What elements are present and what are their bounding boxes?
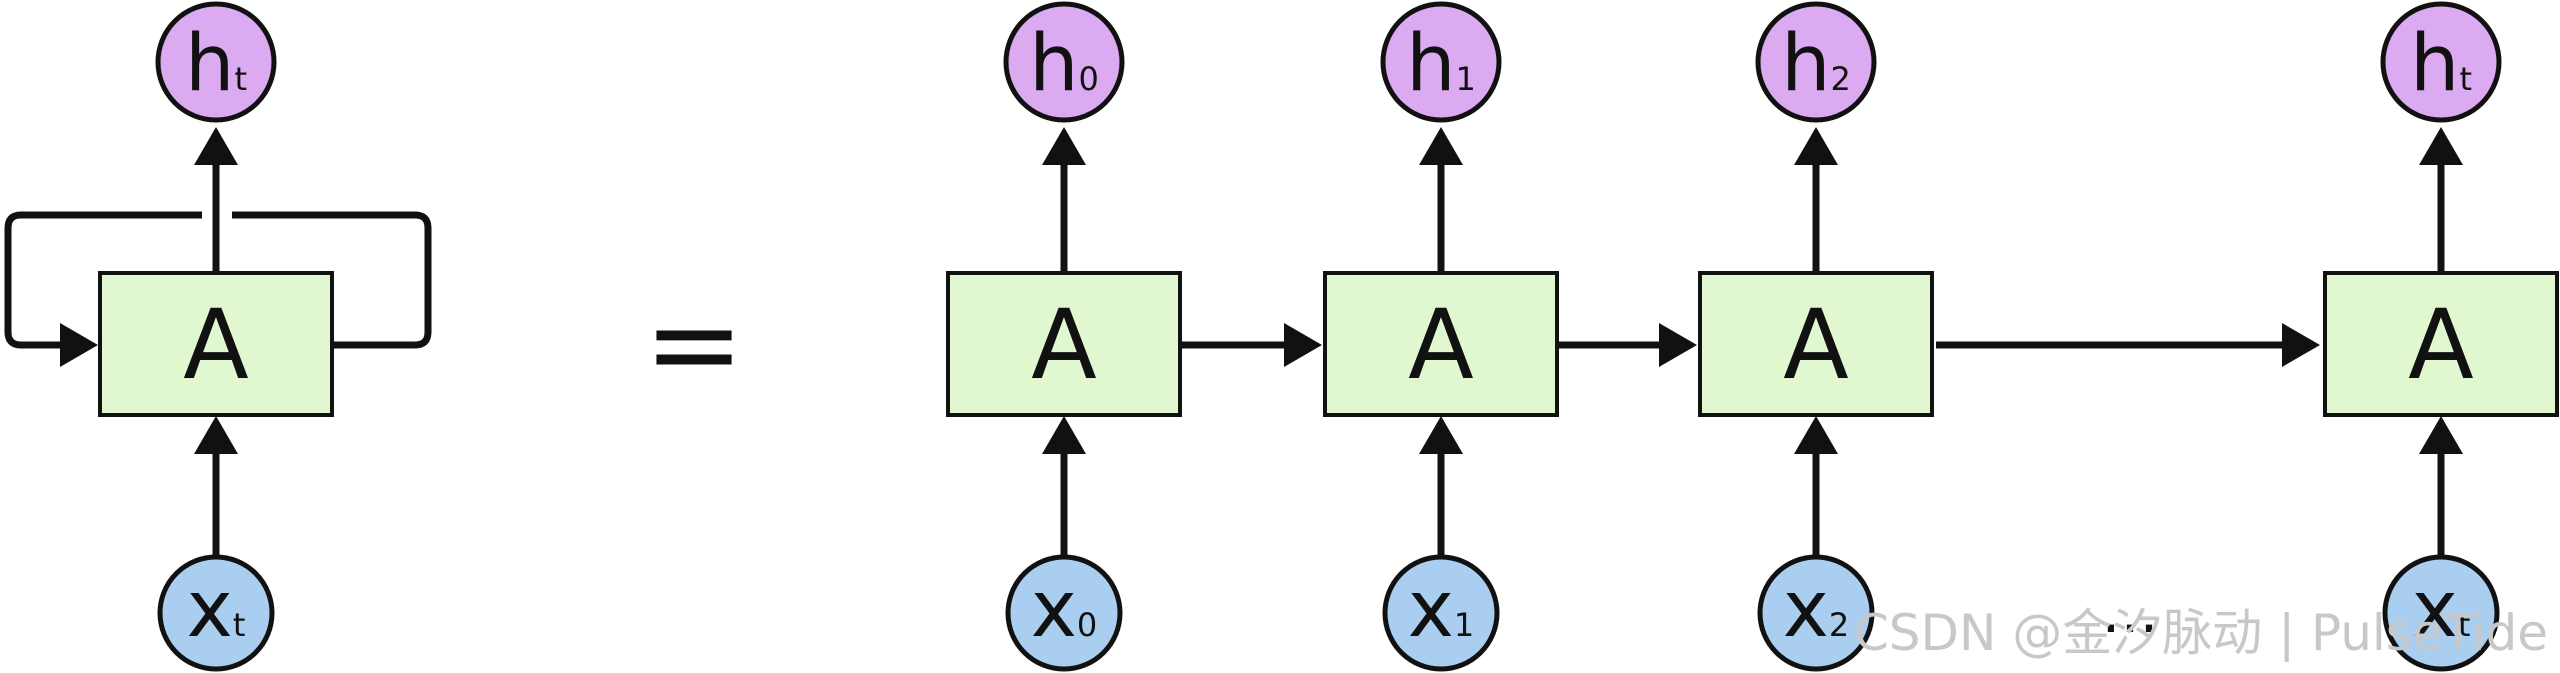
step-1-input-sub: 1 [1454, 606, 1474, 644]
step-2-cell [1698, 271, 1934, 417]
step-0-input-arrowhead [1042, 416, 1086, 454]
chain-arrowhead-0-1 [1284, 323, 1322, 367]
step-1-output-main: h [1406, 19, 1455, 109]
step-0-output-sub: 0 [1079, 60, 1099, 98]
step-1-output-label: h1 [1406, 19, 1476, 109]
rolled-input-node [157, 554, 275, 672]
step-0-input-main: x [1031, 565, 1077, 655]
rolled-output-sub: t [234, 60, 247, 98]
step-1-input-node [1382, 554, 1500, 672]
rolled-input-arrowhead [194, 416, 238, 454]
rolled-output-main: h [185, 19, 234, 109]
rolled-input-main: x [187, 565, 233, 655]
rolled-input-label: xt [187, 565, 246, 655]
step-t-output-main: h [2410, 19, 2459, 109]
rolled-output-node [155, 1, 277, 123]
step-t-cell-label: A [2408, 289, 2474, 401]
unrolled-step-2: A h2 x2 [1698, 1, 1934, 672]
step-t-input-main: x [2412, 565, 2458, 655]
recurrent-loop-arrowhead [60, 323, 98, 367]
step-0-input-sub: 0 [1077, 606, 1097, 644]
step-0-output-arrowhead [1042, 127, 1086, 165]
recurrent-loop-wire-left [4, 211, 202, 349]
step-0-input-node [1005, 554, 1123, 672]
chain-arrowhead-1-2 [1659, 323, 1697, 367]
step-2-input-label: x2 [1783, 565, 1850, 655]
step-2-output-arrowhead [1794, 127, 1838, 165]
step-t-input-node [2382, 554, 2500, 672]
step-0-output-label: h0 [1029, 19, 1099, 109]
step-t-output-label: ht [2410, 19, 2472, 109]
step-1-output-sub: 1 [1456, 60, 1476, 98]
step-1-output-arrowhead [1419, 127, 1463, 165]
step-2-input-sub: 2 [1829, 606, 1849, 644]
unrolled-step-t: A ht xt [2323, 1, 2559, 672]
step-2-input-arrowhead [1794, 416, 1838, 454]
step-1-cell-label: A [1408, 289, 1474, 401]
recurrent-loop-wire [232, 211, 432, 349]
step-1-input-arrowhead [1419, 416, 1463, 454]
ellipsis: ... [2101, 577, 2158, 647]
step-t-input-label: xt [2412, 565, 2471, 655]
unrolled-chain: A h0 x0 A h1 x1 [946, 1, 2559, 672]
step-t-output-sub: t [2459, 60, 2472, 98]
step-2-output-main: h [1781, 19, 1830, 109]
step-t-output-arrowhead [2419, 127, 2463, 165]
watermark: CSDN @金汐脉动 | PulseTide [1854, 604, 2548, 662]
step-t-input-arrowhead [2419, 416, 2463, 454]
step-1-output-node [1380, 1, 1502, 123]
rolled-input-sub: t [233, 606, 246, 644]
unrolled-step-0: A h0 x0 [946, 1, 1182, 672]
step-t-input-sub: t [2458, 606, 2471, 644]
step-2-output-node [1755, 1, 1877, 123]
rolled-cell [98, 271, 334, 417]
rolled-output-arrowhead [194, 127, 238, 165]
unrolled-step-1: A h1 x1 [1323, 1, 1559, 672]
step-0-output-node [1003, 1, 1125, 123]
step-2-output-sub: 2 [1831, 60, 1851, 98]
step-2-output-label: h2 [1781, 19, 1851, 109]
rolled-cell-label: A [183, 289, 249, 401]
step-0-output-main: h [1029, 19, 1078, 109]
step-0-cell-label: A [1031, 289, 1097, 401]
step-0-cell [946, 271, 1182, 417]
equals-sign: = [644, 275, 745, 414]
step-t-cell [2323, 271, 2559, 417]
step-1-input-label: x1 [1408, 565, 1475, 655]
step-2-cell-label: A [1783, 289, 1849, 401]
step-2-input-main: x [1783, 565, 1829, 655]
rolled-rnn: A ht xt [4, 1, 432, 672]
rolled-output-label: ht [185, 19, 247, 109]
step-1-input-main: x [1408, 565, 1454, 655]
chain-arrowhead-2-t [2282, 323, 2320, 367]
step-2-input-node [1757, 554, 1875, 672]
step-1-cell [1323, 271, 1559, 417]
step-0-input-label: x0 [1031, 565, 1098, 655]
step-t-output-node [2380, 1, 2502, 123]
